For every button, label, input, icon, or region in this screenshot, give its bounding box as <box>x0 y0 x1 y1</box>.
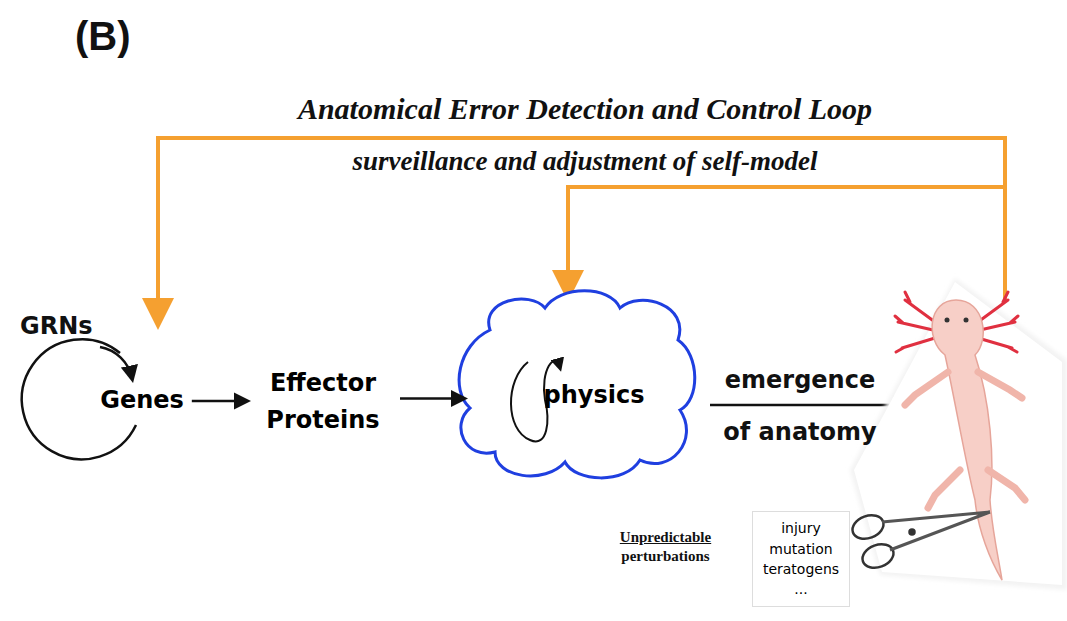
gene-node: Genes <box>94 382 190 418</box>
node-text: Effector Proteins <box>254 365 392 439</box>
cloud-shape <box>459 291 695 478</box>
arrow-label: emergence <box>725 366 875 394</box>
diagram-title: Anatomical Error Detection and Control L… <box>298 92 872 126</box>
loop-subtitle: surveillance and adjustment of self-mode… <box>353 146 818 177</box>
note-label: Unpredictable perturbations <box>603 528 728 566</box>
scissors <box>849 511 990 572</box>
panel-letter: (B) <box>75 14 131 59</box>
emergence-arrow <box>710 404 905 407</box>
grn-label: GRNs <box>20 312 93 340</box>
physics-cloud: physics <box>455 300 695 490</box>
flow-arrow <box>400 397 463 400</box>
node-text: physics <box>544 381 645 409</box>
node-text: injury mutation teratogens ... <box>757 518 845 599</box>
node-text: Genes <box>100 386 184 414</box>
axolotl <box>850 278 1067 590</box>
flow-arrow <box>192 400 246 403</box>
perturbation-box: injury mutation teratogens ... <box>752 511 850 606</box>
arrow-label: of anatomy <box>723 418 876 446</box>
protein-node: Effector Proteins <box>248 361 398 443</box>
